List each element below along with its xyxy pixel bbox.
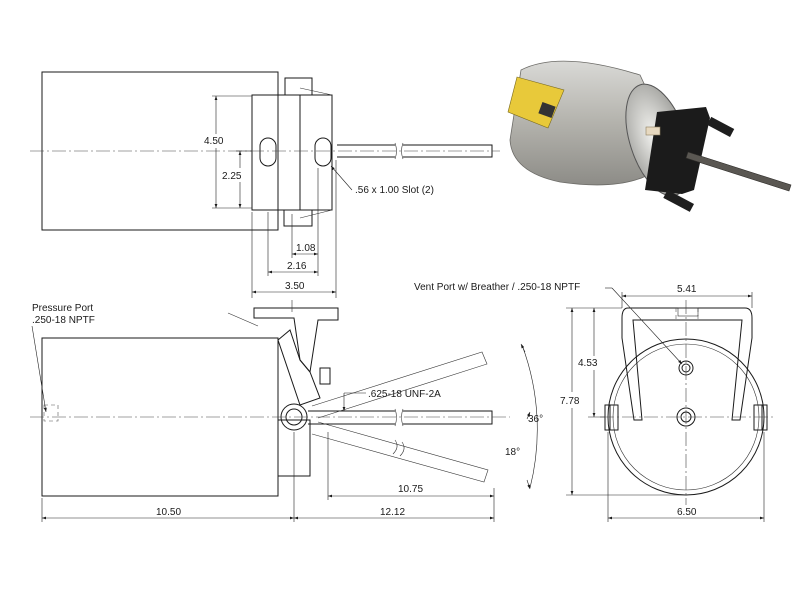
dim-4-53: 4.53 bbox=[578, 358, 598, 369]
dim-2-16: 2.16 bbox=[287, 261, 307, 272]
pressure-port-label: Pressure Port bbox=[32, 303, 93, 314]
photo-label-badge bbox=[538, 101, 556, 119]
photo-bracket bbox=[645, 107, 710, 194]
side-view-rod-break bbox=[394, 408, 404, 427]
dim-1-08: 1.08 bbox=[296, 243, 316, 254]
side-view-mount-block bbox=[277, 419, 311, 477]
top-view-bracket-side bbox=[300, 94, 333, 211]
slot-note: .56 x 1.00 Slot (2) bbox=[355, 185, 434, 196]
photo-bolt-top bbox=[707, 116, 735, 137]
angle-18: 18° bbox=[505, 447, 520, 458]
dim-10-75: 10.75 bbox=[398, 484, 423, 495]
side-view-bracket-link bbox=[277, 329, 321, 406]
swing-arc bbox=[521, 344, 538, 489]
dim-5-41: 5.41 bbox=[677, 284, 697, 295]
end-view-side-lugs bbox=[604, 404, 768, 431]
dim-6-50: 6.50 bbox=[677, 507, 697, 518]
rod-swing-down bbox=[311, 421, 489, 483]
side-view-rod bbox=[308, 410, 493, 425]
slot-right bbox=[314, 137, 332, 167]
end-view-bracket bbox=[621, 307, 753, 421]
end-view-bracket-hidden bbox=[675, 308, 699, 320]
top-view-rod-break bbox=[394, 142, 404, 160]
end-view: Vent Port w/ Breather / .250-18 NPTF 5.4… bbox=[414, 282, 775, 522]
rod-swing-down-break bbox=[392, 439, 405, 457]
product-photo bbox=[507, 60, 792, 212]
pressure-port-thread: .250-18 NPTF bbox=[32, 315, 95, 326]
slot-left bbox=[259, 137, 277, 167]
dim-2-25: 2.25 bbox=[222, 171, 242, 182]
side-view-bracket-top bbox=[253, 307, 339, 374]
vent-port-label: Vent Port w/ Breather / .250-18 NPTF bbox=[414, 282, 580, 293]
side-view: 36° 18° Pressure Port .250-18 NPTF .625-… bbox=[30, 300, 543, 522]
dim-10-50: 10.50 bbox=[156, 507, 181, 518]
dim-3-50: 3.50 bbox=[285, 281, 305, 292]
top-view-bracket-flanges bbox=[299, 87, 333, 219]
photo-bolt-bottom bbox=[663, 189, 695, 212]
side-view-refs bbox=[227, 300, 293, 327]
side-view-vent-fitting bbox=[319, 367, 331, 385]
dim-4-50: 4.50 bbox=[204, 136, 224, 147]
rod-swing-up bbox=[311, 351, 488, 419]
photo-rod bbox=[685, 151, 792, 192]
top-view: 4.50 2.25 .56 x 1.00 Slot (2) 1.08 2.16 … bbox=[30, 71, 500, 298]
rod-thread-label: .625-18 UNF-2A bbox=[368, 389, 441, 400]
photo-vent-port bbox=[645, 126, 661, 136]
dim-12-12: 12.12 bbox=[380, 507, 405, 518]
angle-36: 36° bbox=[528, 414, 543, 425]
dim-7-78: 7.78 bbox=[560, 396, 580, 407]
top-view-bolt-heads bbox=[283, 77, 313, 227]
pressure-port-hidden bbox=[43, 404, 59, 422]
end-view-bracket-boss bbox=[677, 307, 699, 317]
